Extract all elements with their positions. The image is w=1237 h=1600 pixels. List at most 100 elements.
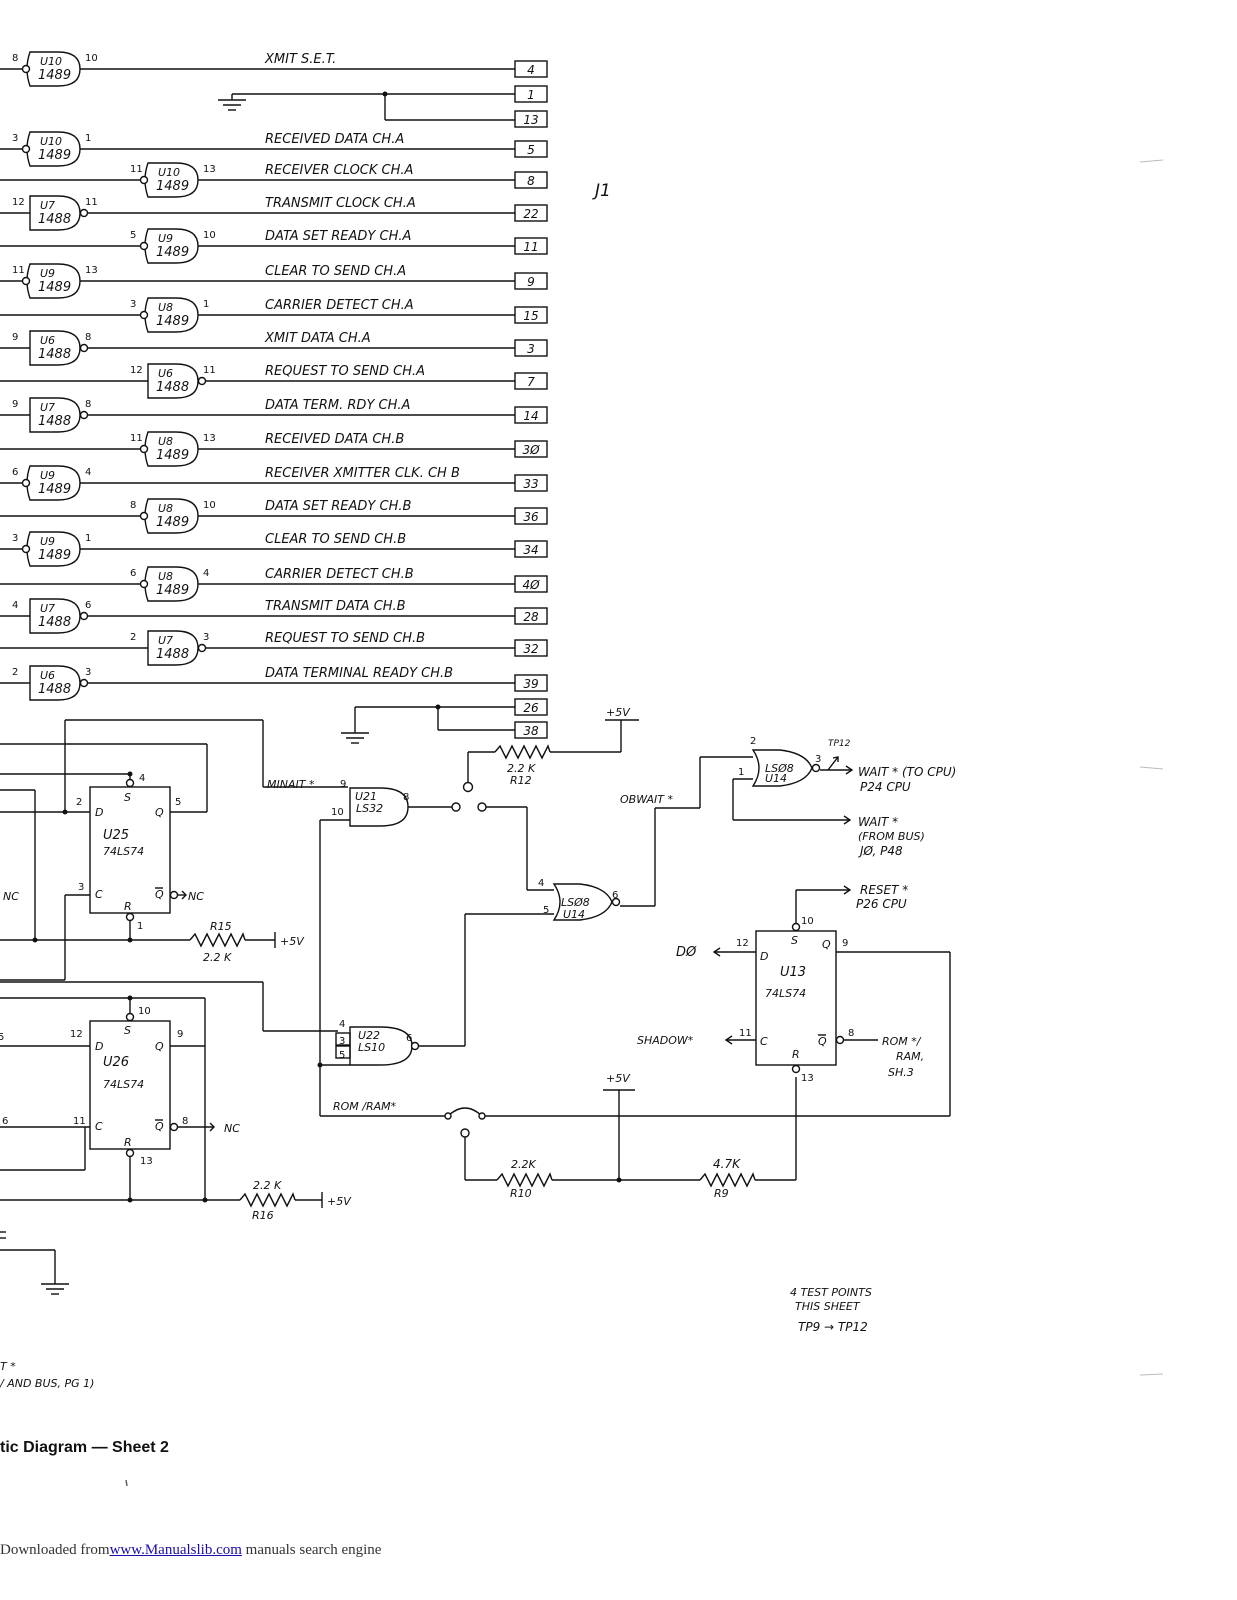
- r10-name: R10: [510, 1187, 532, 1200]
- line-gate-name: U7: [40, 602, 55, 615]
- minwait-label: MINAIT *: [267, 778, 315, 791]
- line-gate-type: 1489: [38, 148, 71, 163]
- u13-flipflop: S D Q U13 74LS74 C Q R 10 12 9 11 8 13 R…: [637, 883, 924, 1084]
- line-gate-out-pin: 13: [203, 433, 216, 444]
- u25-pin-d: 2: [76, 797, 82, 808]
- line-gate-type: 1488: [38, 414, 71, 429]
- connector-pin-number: 4Ø: [522, 578, 540, 592]
- line-gate-out-pin: 1: [203, 299, 209, 310]
- line-gate-bubble: [139, 579, 149, 589]
- u25-pin-s: 4: [139, 773, 145, 784]
- u14a-out: 6: [612, 890, 618, 901]
- line-gate-out-pin: 10: [203, 500, 216, 511]
- r15-name: R15: [210, 920, 232, 933]
- line-gate-name: U6: [40, 334, 55, 347]
- r15-pullup: R15 2.2 K +5V: [189, 920, 305, 964]
- connector-pin-number: 11: [523, 240, 538, 254]
- line-gate-name: U9: [158, 232, 173, 245]
- u14a-gate: LSØ8 U14 4 5 6 OBWAIT *: [418, 756, 753, 1047]
- u13-c: C: [760, 1035, 768, 1048]
- u13-pin-d: 12: [736, 938, 749, 949]
- line-gate-in-pin: 9: [12, 332, 18, 343]
- line-gate-in-pin: 12: [12, 197, 25, 208]
- connector-pin-number: 4: [527, 63, 535, 77]
- u25-type: 74LS74: [103, 845, 144, 858]
- u26-c: C: [95, 1120, 103, 1133]
- u26-pin-q: 9: [177, 1029, 183, 1040]
- line-gate-type: 1489: [38, 280, 71, 295]
- u26-pin-r: 13: [140, 1156, 153, 1167]
- line-gate-bubble: [197, 643, 207, 653]
- plus5v-label-r9: +5V: [606, 1072, 631, 1085]
- line-gate-bubble: [139, 241, 149, 251]
- line-gate-in-pin: 8: [12, 53, 18, 64]
- line-gate-type: 1489: [38, 482, 71, 497]
- wait-bus-label: WAIT *: [858, 815, 898, 829]
- line-gate-name: U8: [158, 435, 173, 448]
- line-signal-label: CARRIER DETECT CH.B: [265, 567, 414, 582]
- line-gate-bubble: [79, 208, 89, 218]
- left-nc: NC: [3, 890, 19, 903]
- line-gate-type: 1488: [38, 682, 71, 697]
- u13-s: S: [791, 934, 798, 947]
- line-gate-out-pin: 11: [203, 365, 216, 376]
- u25-r: R: [124, 900, 132, 913]
- note-line1: 4 TEST POINTS: [790, 1286, 872, 1299]
- u25-flipflop: S D Q U25 74LS74 C Q R 4 2 5 3 1 NC: [0, 719, 348, 981]
- u21-in2: 10: [331, 807, 344, 818]
- note-line3: TP9 → TP12: [798, 1320, 868, 1334]
- u25-s: S: [124, 791, 131, 804]
- u26-r: R: [124, 1136, 132, 1149]
- line-gate-name: U6: [158, 367, 173, 380]
- rs232-row: 1: [514, 85, 548, 103]
- u13-type: 74LS74: [765, 987, 806, 1000]
- u25-nc: NC: [188, 890, 204, 903]
- line-gate-in-pin: 3: [12, 533, 18, 544]
- line-gate-bubble: [139, 511, 149, 521]
- u21-name: U21: [355, 790, 377, 803]
- line-gate-type: 1489: [38, 548, 71, 563]
- u25-pin-r: 1: [137, 921, 143, 932]
- line-signal-label: TRANSMIT CLOCK CH.A: [265, 196, 416, 211]
- u25-c: C: [95, 888, 103, 901]
- note-line2: THIS SHEET: [795, 1300, 861, 1313]
- line-signal-label: RECEIVED DATA CH.B: [265, 432, 404, 447]
- u14a-in2: 5: [543, 905, 549, 916]
- line-gate-out-pin: 4: [85, 467, 91, 478]
- line-gate-name: U7: [40, 401, 55, 414]
- r16-plus5: +5V: [327, 1195, 352, 1208]
- line-gate-out-pin: 1: [85, 533, 91, 544]
- line-gate-in-pin: 6: [130, 568, 136, 579]
- line-gate-in-pin: 8: [130, 500, 136, 511]
- line-gate-in-pin: 3: [12, 133, 18, 144]
- u26-q: Q: [155, 1040, 164, 1053]
- u22-type: LS10: [358, 1041, 385, 1054]
- wait-bus-pin: JØ, P48: [858, 844, 903, 858]
- plus5v-label-r12: +5V: [606, 706, 631, 719]
- r16-value: 2.2 K: [253, 1179, 282, 1192]
- line-gate-in-pin: 3: [130, 299, 136, 310]
- wait-cpu-label: WAIT * (TO CPU): [858, 765, 956, 779]
- line-gate-bubble: [21, 276, 31, 286]
- line-signal-label: CLEAR TO SEND CH.A: [265, 264, 406, 279]
- rom-ram-label-2: RAM,: [896, 1050, 924, 1063]
- r9-name: R9: [714, 1187, 729, 1200]
- connector-pin-number: 1: [527, 88, 535, 102]
- line-gate-bubble: [139, 175, 149, 185]
- d0-label: DØ: [676, 945, 697, 960]
- line-gate-out-pin: 3: [203, 632, 209, 643]
- rs232-row: 13: [514, 110, 548, 128]
- manualslib-link[interactable]: www.Manualslib.com: [109, 1542, 242, 1558]
- u13-pin-qbar: 8: [848, 1028, 854, 1039]
- footer-prefix: Downloaded from: [0, 1542, 110, 1558]
- line-gate-type: 1489: [156, 314, 189, 329]
- line-gate-bubble: [79, 678, 89, 688]
